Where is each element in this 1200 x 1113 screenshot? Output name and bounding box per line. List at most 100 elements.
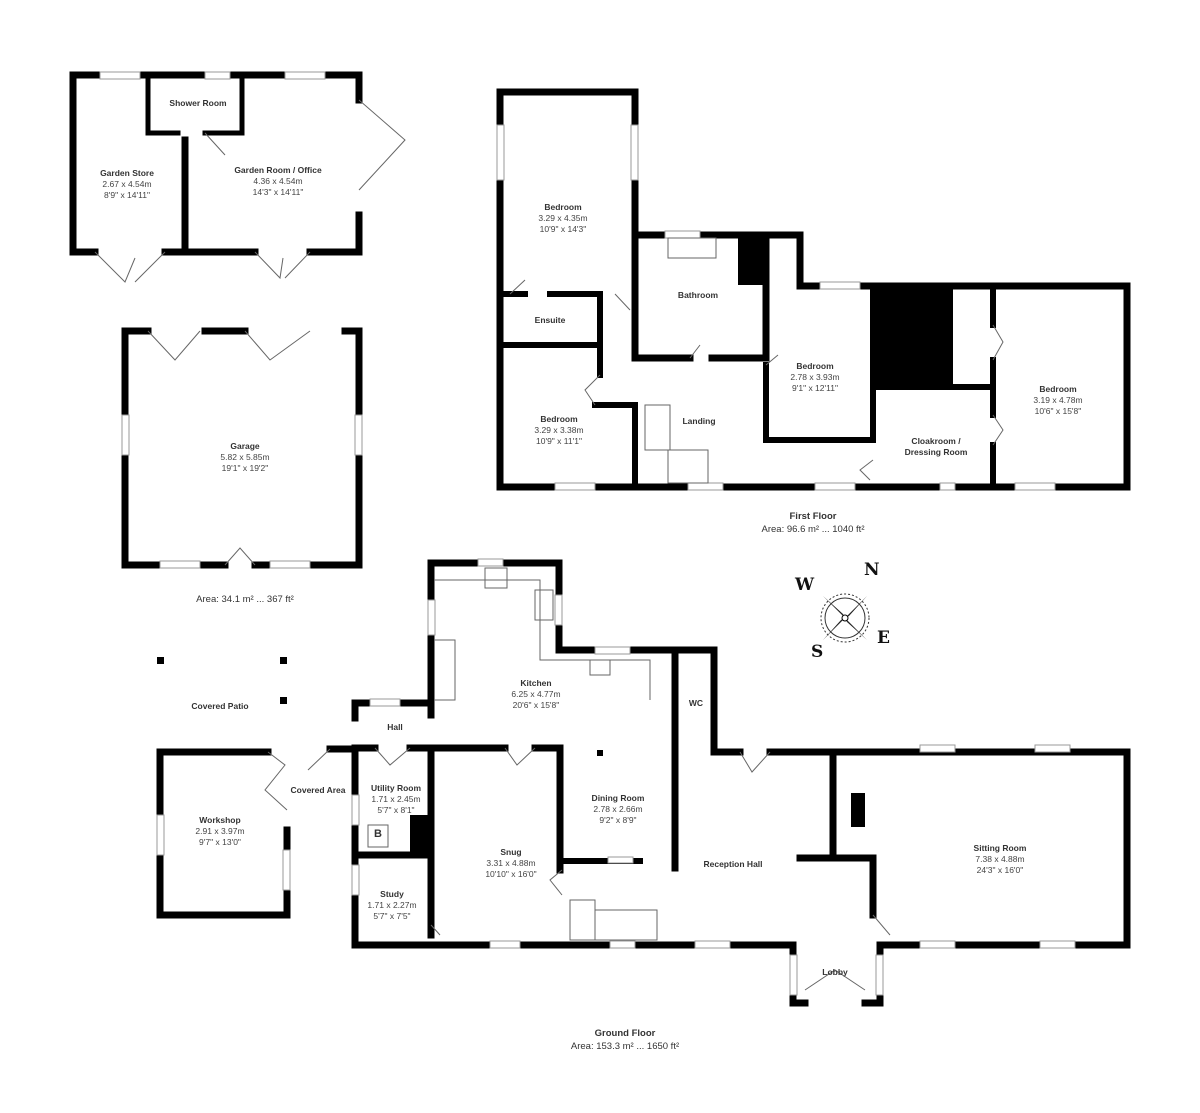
window	[694, 940, 731, 949]
door	[224, 547, 256, 566]
ground-floor-title: Ground Floor Area: 153.3 m² ... 1650 ft²	[570, 1028, 680, 1052]
compass-north: N	[864, 560, 880, 580]
compass-south: S	[811, 642, 824, 662]
wall	[592, 402, 638, 490]
door	[509, 279, 631, 311]
compass-west: W	[795, 575, 815, 595]
wall	[351, 744, 435, 939]
room-covered-area: Covered Area	[290, 785, 346, 795]
door	[204, 132, 226, 156]
window	[609, 940, 636, 949]
window	[156, 814, 165, 856]
chimney-block	[410, 815, 430, 853]
door	[689, 344, 779, 366]
window	[687, 482, 724, 491]
window	[369, 698, 401, 707]
window	[282, 849, 291, 891]
room-bedroom-3: Bedroom 2.78 x 3.93m 9'1" x 12'11"	[790, 361, 840, 393]
window	[269, 560, 311, 569]
room-garage: Garage 5.82 x 5.85m 19'1" x 19'2"	[220, 441, 270, 473]
door	[430, 751, 771, 936]
door	[147, 330, 311, 361]
window	[1014, 482, 1056, 491]
door	[804, 914, 891, 991]
stairs	[644, 404, 671, 451]
window	[939, 482, 956, 491]
door	[307, 748, 331, 771]
worktop	[434, 579, 651, 701]
window	[159, 560, 201, 569]
window	[594, 646, 631, 655]
wall	[427, 559, 718, 872]
room-shower-room: Shower Room	[169, 98, 227, 108]
window	[121, 414, 130, 456]
room-garden-room-office: Garden Room / Office 4.36 x 4.54m 14'3" …	[234, 165, 322, 197]
window	[477, 558, 504, 567]
room-bedroom-4: Bedroom 3.19 x 4.78m 10'6" x 15'8"	[1033, 384, 1083, 416]
door	[254, 251, 311, 280]
window	[875, 954, 884, 996]
stairs	[569, 899, 596, 941]
outbuildings-area: Area: 34.1 m² ... 367 ft²	[196, 594, 294, 605]
windows	[99, 71, 1076, 996]
patio-post	[280, 657, 287, 664]
kitchen-post	[597, 750, 603, 756]
wall	[870, 283, 996, 490]
room-cloakroom-dressing-room: Cloakroom / Dressing Room	[904, 436, 968, 457]
door	[859, 459, 874, 481]
wall	[501, 291, 603, 378]
room-bedroom-2: Bedroom 3.29 x 3.38m 10'9" x 11'1"	[534, 414, 584, 446]
room-wc: WC	[688, 698, 704, 708]
fireplace	[851, 793, 865, 827]
window	[814, 482, 856, 491]
window	[789, 954, 798, 996]
room-covered-patio: Covered Patio	[191, 701, 249, 711]
patio-post	[280, 697, 287, 704]
window	[351, 864, 360, 896]
room-dining-room: Dining Room 2.78 x 2.66m 9'2" x 8'9"	[591, 793, 645, 825]
room-utility: Utility Room 1.71 x 2.45m 5'7" x 8'1"	[370, 783, 422, 815]
door	[264, 751, 288, 811]
room-bedroom-1: Bedroom 3.29 x 4.35m 10'9" x 14'3"	[538, 202, 588, 234]
walls	[69, 71, 1131, 1007]
wall	[796, 748, 877, 919]
window	[630, 124, 639, 181]
chimney-block	[873, 286, 950, 386]
chimney-block	[738, 235, 764, 285]
compass-east: E	[877, 628, 890, 648]
room-lobby: Lobby	[822, 967, 848, 977]
window	[99, 71, 141, 80]
room-sitting-room: Sitting Room 7.38 x 4.88m 24'3" x 16'0"	[973, 843, 1027, 875]
room-kitchen: Kitchen 6.25 x 4.77m 20'6" x 15'8"	[511, 678, 561, 710]
first-floor-title: First Floor Area: 96.6 m² ... 1040 ft²	[761, 511, 865, 535]
wall	[496, 88, 1131, 491]
boiler-box	[367, 824, 389, 848]
door	[94, 251, 166, 283]
room-garden-store: Garden Store 2.67 x 4.54m 8'9" x 14'11"	[100, 168, 154, 200]
stairs	[667, 449, 709, 484]
window	[554, 482, 596, 491]
doors-and-fixtures	[94, 99, 1004, 991]
room-reception-hall: Reception Hall	[703, 859, 763, 869]
window	[496, 124, 505, 181]
room-snug: Snug 3.31 x 4.88m 10'10" x 16'0"	[485, 847, 537, 879]
sink	[589, 659, 611, 676]
wall	[145, 72, 245, 136]
stairs	[594, 909, 658, 941]
window	[284, 71, 326, 80]
door	[584, 374, 601, 406]
window	[919, 744, 956, 753]
window	[351, 794, 360, 826]
window	[1034, 744, 1071, 753]
room-ensuite: Ensuite	[534, 315, 566, 325]
window	[427, 599, 436, 636]
window	[354, 414, 363, 456]
hob	[484, 567, 508, 589]
patio-post	[157, 657, 164, 664]
door	[992, 324, 1004, 446]
solid-blocks	[157, 235, 950, 853]
door	[374, 747, 536, 766]
room-landing: Landing	[682, 416, 716, 426]
